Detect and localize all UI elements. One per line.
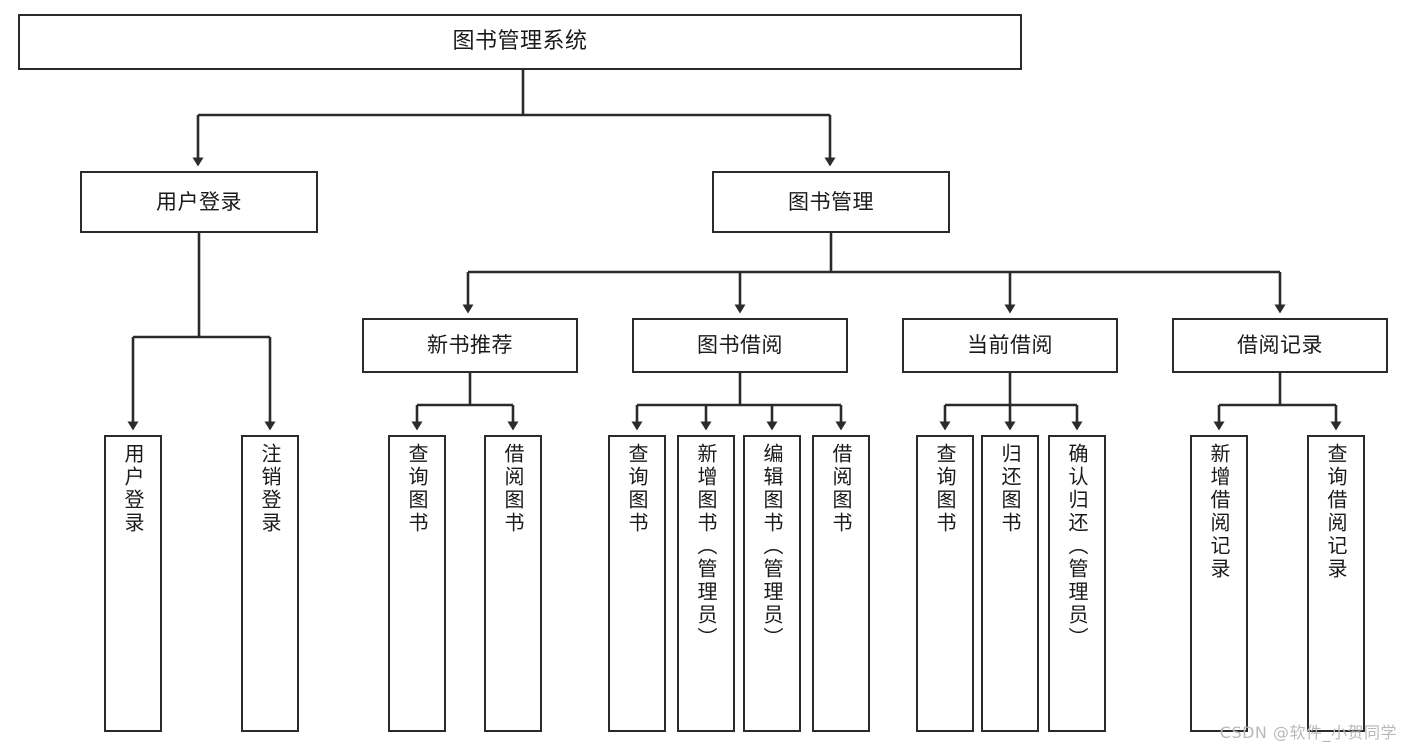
leaf-query-book-current[interactable]: 查询图书 bbox=[916, 435, 974, 732]
leaf-query-book-recommend-label: 查询图书 bbox=[405, 443, 429, 535]
node-user-login-label: 用户登录 bbox=[156, 189, 242, 214]
leaf-add-book-admin-label: 新增图书（管理员） bbox=[694, 443, 718, 650]
node-root[interactable]: 图书管理系统 bbox=[18, 14, 1022, 70]
leaf-confirm-return-admin-label: 确认归还（管理员） bbox=[1065, 443, 1089, 650]
node-new-book-recommend[interactable]: 新书推荐 bbox=[362, 318, 578, 373]
leaf-add-borrow-record-label: 新增借阅记录 bbox=[1207, 443, 1231, 581]
node-current-borrow[interactable]: 当前借阅 bbox=[902, 318, 1118, 373]
csdn-watermark: CSDN @软件_小贺同学 bbox=[1219, 723, 1397, 742]
node-borrow-records-label: 借阅记录 bbox=[1237, 333, 1323, 358]
node-book-borrow-label: 图书借阅 bbox=[697, 333, 783, 358]
leaf-user-login[interactable]: 用户登录 bbox=[104, 435, 162, 732]
node-book-management-label: 图书管理 bbox=[788, 189, 874, 214]
leaf-confirm-return-admin[interactable]: 确认归还（管理员） bbox=[1048, 435, 1106, 732]
leaf-return-book[interactable]: 归还图书 bbox=[981, 435, 1039, 732]
leaf-query-book-recommend[interactable]: 查询图书 bbox=[388, 435, 446, 732]
leaf-query-book-borrow[interactable]: 查询图书 bbox=[608, 435, 666, 732]
leaf-user-logout-label: 注销登录 bbox=[258, 443, 282, 535]
node-user-login[interactable]: 用户登录 bbox=[80, 171, 318, 233]
leaf-borrow-book[interactable]: 借阅图书 bbox=[812, 435, 870, 732]
node-root-label: 图书管理系统 bbox=[452, 29, 588, 55]
leaf-user-login-label: 用户登录 bbox=[121, 443, 145, 535]
leaf-query-book-current-label: 查询图书 bbox=[933, 443, 957, 535]
leaf-user-logout[interactable]: 注销登录 bbox=[241, 435, 299, 732]
leaf-query-book-borrow-label: 查询图书 bbox=[625, 443, 649, 535]
leaf-borrow-book-label: 借阅图书 bbox=[829, 443, 853, 535]
leaf-add-borrow-record[interactable]: 新增借阅记录 bbox=[1190, 435, 1248, 732]
leaf-query-borrow-record-label: 查询借阅记录 bbox=[1324, 443, 1348, 581]
leaf-edit-book-admin-label: 编辑图书（管理员） bbox=[760, 443, 784, 650]
node-new-book-recommend-label: 新书推荐 bbox=[427, 333, 513, 358]
leaf-borrow-book-recommend-label: 借阅图书 bbox=[501, 443, 525, 535]
leaf-edit-book-admin[interactable]: 编辑图书（管理员） bbox=[743, 435, 801, 732]
leaf-add-book-admin[interactable]: 新增图书（管理员） bbox=[677, 435, 735, 732]
leaf-query-borrow-record[interactable]: 查询借阅记录 bbox=[1307, 435, 1365, 732]
node-borrow-records[interactable]: 借阅记录 bbox=[1172, 318, 1388, 373]
node-book-borrow[interactable]: 图书借阅 bbox=[632, 318, 848, 373]
node-book-management[interactable]: 图书管理 bbox=[712, 171, 950, 233]
leaf-return-book-label: 归还图书 bbox=[998, 443, 1022, 535]
node-current-borrow-label: 当前借阅 bbox=[967, 333, 1053, 358]
leaf-borrow-book-recommend[interactable]: 借阅图书 bbox=[484, 435, 542, 732]
